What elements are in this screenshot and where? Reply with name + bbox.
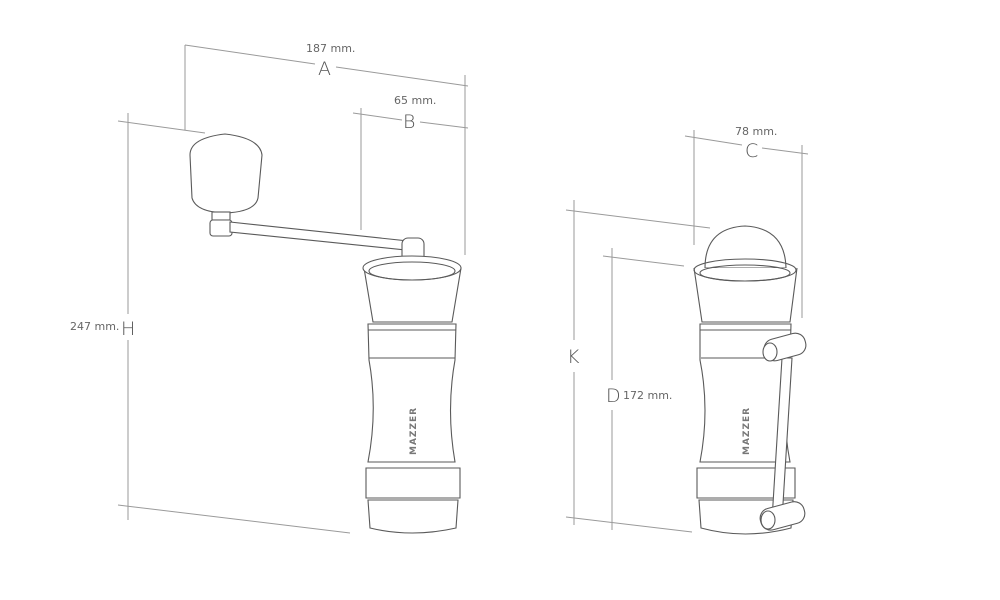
dimension-a-value: 187 mm. (306, 42, 355, 55)
dimension-k: K (565, 200, 711, 533)
dimension-b-value: 65 mm. (394, 94, 436, 107)
brand-logo: MAZZER (409, 407, 419, 455)
dome-knob (704, 225, 787, 269)
handle-knob (189, 133, 263, 214)
dimension-d-letter: D (606, 385, 621, 407)
dimension-h-letter: H (121, 318, 135, 340)
crank-arm (229, 221, 409, 251)
dimension-a: 187 mm. A (184, 42, 469, 255)
dimension-h-value: 247 mm. (70, 320, 119, 333)
grinder-side-view: MAZZER (189, 133, 462, 534)
dimension-h: 247 mm. H (70, 113, 351, 534)
dimension-a-letter: A (318, 58, 331, 80)
grinder-base (367, 499, 459, 534)
dimension-d-value: 172 mm. (623, 389, 672, 402)
brand-logo-front: MAZZER (742, 407, 752, 455)
dimension-k-letter: K (567, 346, 580, 368)
dimension-c: 78 mm. C (684, 125, 809, 318)
grinder-front-view: MAZZER (693, 225, 807, 535)
dimension-c-letter: C (745, 140, 758, 162)
dimension-b: 65 mm. B (352, 94, 469, 230)
dimension-c-value: 78 mm. (735, 125, 777, 138)
dimension-b-letter: B (403, 111, 415, 133)
dimension-d: D 172 mm. (602, 248, 685, 530)
